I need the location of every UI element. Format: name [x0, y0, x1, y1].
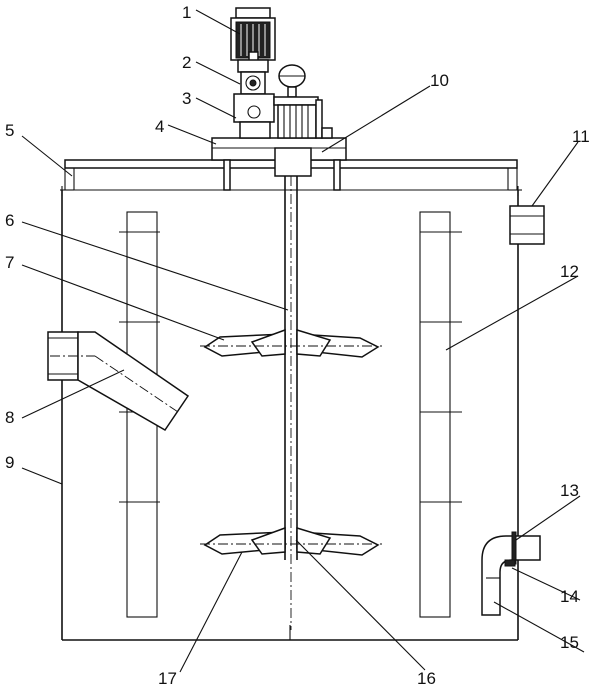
drive-support-frame	[211, 137, 347, 191]
upper-impeller	[200, 328, 382, 358]
callout-labels: 1 2 3 4 5 6 7 8 9 10 11 12 13 14 15 16 1…	[5, 3, 590, 688]
lower-impeller	[200, 526, 382, 556]
callout-13: 13	[560, 481, 579, 500]
tank-body	[61, 189, 519, 641]
callout-10: 10	[430, 71, 449, 90]
callout-11: 11	[572, 127, 590, 146]
callout-14: 14	[560, 587, 579, 606]
coupling	[240, 71, 266, 95]
callout-4: 4	[155, 117, 164, 136]
callout-9: 9	[5, 453, 14, 472]
inlet-pipe	[47, 331, 190, 431]
callout-7: 7	[5, 253, 14, 272]
callout-8: 8	[5, 408, 14, 427]
callout-12: 12	[560, 262, 579, 281]
callout-17: 17	[158, 669, 177, 688]
agitator-shaft	[284, 176, 298, 630]
callout-3: 3	[182, 89, 191, 108]
callout-16: 16	[417, 669, 436, 688]
right-baffle	[419, 211, 462, 618]
callout-5: 5	[5, 121, 14, 140]
callout-6: 6	[5, 211, 14, 230]
outlet-pipe	[481, 531, 541, 616]
overflow-box	[509, 205, 545, 245]
callout-1: 1	[182, 3, 191, 22]
reducer	[233, 93, 275, 139]
callout-2: 2	[182, 53, 191, 72]
leader-lines	[21, 9, 585, 673]
motor	[230, 7, 276, 73]
callout-15: 15	[560, 633, 579, 652]
secondary-motor	[273, 64, 333, 139]
